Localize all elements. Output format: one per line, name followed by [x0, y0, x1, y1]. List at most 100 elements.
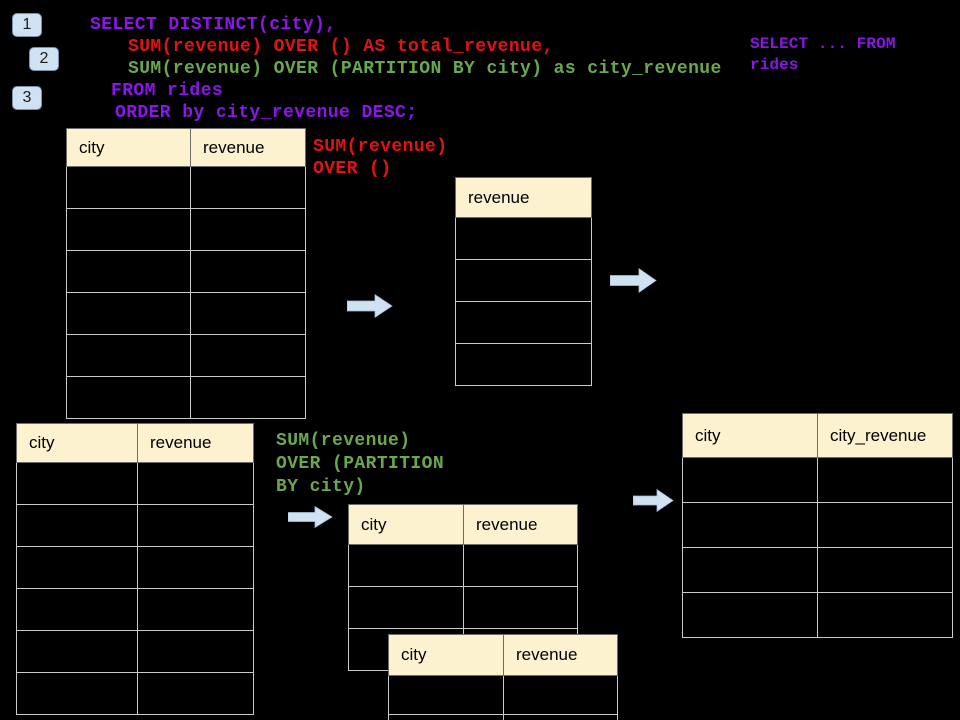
empty-cell: [16, 546, 138, 589]
empty-cell: [16, 588, 138, 631]
column-header-revenue: revenue: [137, 423, 254, 463]
empty-cell: [455, 301, 592, 344]
sql-line-partition: SUM(revenue) OVER (PARTITION BY city) as…: [128, 59, 722, 79]
empty-cell: [455, 259, 592, 302]
empty-cell: [16, 462, 138, 505]
empty-cell: [682, 547, 818, 593]
sql-line-select: SELECT DISTINCT(city),: [90, 15, 337, 35]
column-header-city-revenue: city_revenue: [817, 413, 953, 458]
empty-cell: [388, 675, 504, 715]
column-header-revenue: revenue: [463, 504, 578, 545]
empty-cell: [66, 334, 191, 377]
table-row: [682, 457, 953, 503]
table-row: [66, 292, 306, 335]
step-badge-1: 1: [12, 13, 42, 37]
table-row: [682, 502, 953, 548]
table-row: [455, 301, 592, 344]
annotation-partition-line-2: OVER (PARTITION: [276, 454, 445, 474]
empty-cell: [682, 592, 818, 638]
sql-line-from: FROM rides: [111, 81, 224, 101]
empty-cell: [682, 457, 818, 503]
column-header-city: city: [348, 504, 464, 545]
table-row: [16, 504, 254, 547]
empty-cell: [455, 217, 592, 260]
sql-line-order: ORDER by city_revenue DESC;: [115, 103, 418, 123]
table-row: [16, 462, 254, 505]
empty-cell: [348, 586, 464, 629]
table-source-bottom: city revenue: [16, 423, 254, 715]
table-total-revenue: revenue: [455, 177, 592, 386]
column-header-city: city: [388, 634, 504, 676]
table-row: [66, 250, 306, 293]
flow-arrow-icon: [610, 268, 657, 293]
table-row: [66, 166, 306, 209]
table-result: city city_revenue: [682, 413, 953, 638]
annotation-total-line-2: OVER (): [313, 159, 392, 179]
step-badge-2: 2: [29, 47, 59, 71]
empty-cell: [190, 376, 306, 419]
empty-cell: [455, 343, 592, 386]
annotation-partition-line-3: BY city): [276, 477, 366, 497]
step-badge-3: 3: [12, 86, 42, 110]
table-row: [388, 714, 618, 720]
empty-cell: [190, 250, 306, 293]
empty-cell: [463, 586, 578, 629]
table-row: [16, 588, 254, 631]
table-source-top: city revenue: [66, 128, 306, 419]
empty-cell: [16, 504, 138, 547]
annotation-total-line-1: SUM(revenue): [313, 137, 448, 157]
flow-arrow-icon: [288, 506, 333, 528]
table-row: [348, 586, 578, 629]
empty-cell: [66, 376, 191, 419]
empty-cell: [137, 504, 254, 547]
empty-cell: [682, 502, 818, 548]
empty-cell: [817, 502, 953, 548]
table-row: [16, 546, 254, 589]
empty-cell: [137, 546, 254, 589]
empty-cell: [137, 672, 254, 715]
empty-cell: [817, 592, 953, 638]
flow-arrow-icon: [347, 294, 393, 318]
table-row: [388, 675, 618, 715]
empty-cell: [190, 334, 306, 377]
column-header-city: city: [66, 128, 191, 167]
empty-cell: [817, 457, 953, 503]
empty-cell: [817, 547, 953, 593]
empty-cell: [66, 166, 191, 209]
table-row: [682, 592, 953, 638]
empty-cell: [16, 672, 138, 715]
column-header-city: city: [16, 423, 138, 463]
table-row: [66, 208, 306, 251]
empty-cell: [503, 714, 618, 720]
column-header-revenue: revenue: [190, 128, 306, 167]
column-header-revenue: revenue: [455, 177, 592, 218]
column-header-revenue: revenue: [503, 634, 618, 676]
empty-cell: [463, 544, 578, 587]
table-row: [16, 630, 254, 673]
side-note-line-1: SELECT ... FROM: [750, 35, 896, 53]
empty-cell: [348, 544, 464, 587]
column-header-city: city: [682, 413, 818, 458]
empty-cell: [190, 166, 306, 209]
empty-cell: [190, 292, 306, 335]
table-row: [455, 259, 592, 302]
table-row: [348, 544, 578, 587]
empty-cell: [388, 714, 504, 720]
table-row: [455, 343, 592, 386]
empty-cell: [190, 208, 306, 251]
side-note-line-2: rides: [750, 56, 799, 74]
table-row: [66, 376, 306, 419]
table-row: [455, 217, 592, 260]
empty-cell: [503, 675, 618, 715]
table-row: [66, 334, 306, 377]
flow-arrow-icon: [633, 489, 674, 512]
empty-cell: [137, 630, 254, 673]
empty-cell: [66, 292, 191, 335]
empty-cell: [66, 250, 191, 293]
empty-cell: [137, 462, 254, 505]
table-row: [682, 547, 953, 593]
table-row: [16, 672, 254, 715]
empty-cell: [16, 630, 138, 673]
table-partition-group-b: city revenue: [388, 634, 618, 720]
